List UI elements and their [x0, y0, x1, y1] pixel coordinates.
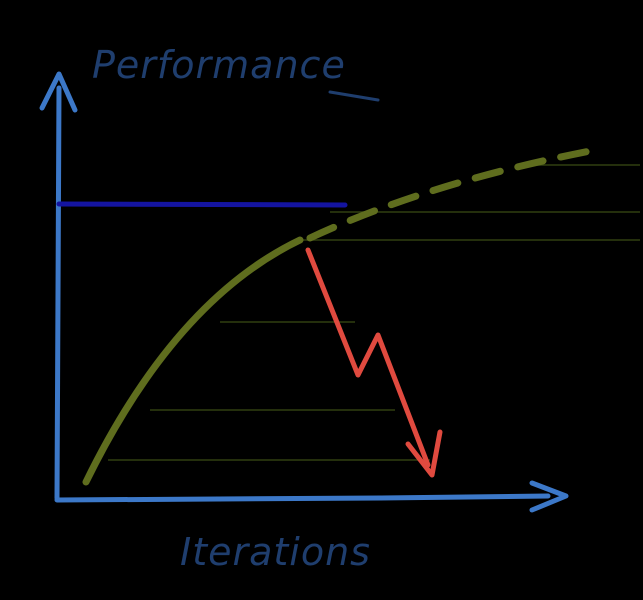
x-axis-label: Iterations — [180, 530, 371, 574]
x-axis-arrowhead — [529, 480, 569, 513]
growth-curve-solid — [82, 236, 304, 486]
growth-curve-dashed — [306, 146, 599, 242]
y-axis-arrowhead — [39, 71, 78, 113]
y-axis-label-underline — [328, 90, 380, 102]
decline-arrow-shaft — [305, 247, 431, 468]
y-axis-label: Performance — [92, 43, 346, 87]
x-axis-arrow — [54, 480, 569, 513]
y-axis-arrow — [39, 71, 78, 501]
decline-arrow — [305, 247, 443, 478]
y-axis-line — [54, 85, 62, 501]
x-axis-line — [54, 493, 551, 503]
plateau-line — [56, 201, 348, 208]
decline-arrow-head — [405, 429, 443, 478]
